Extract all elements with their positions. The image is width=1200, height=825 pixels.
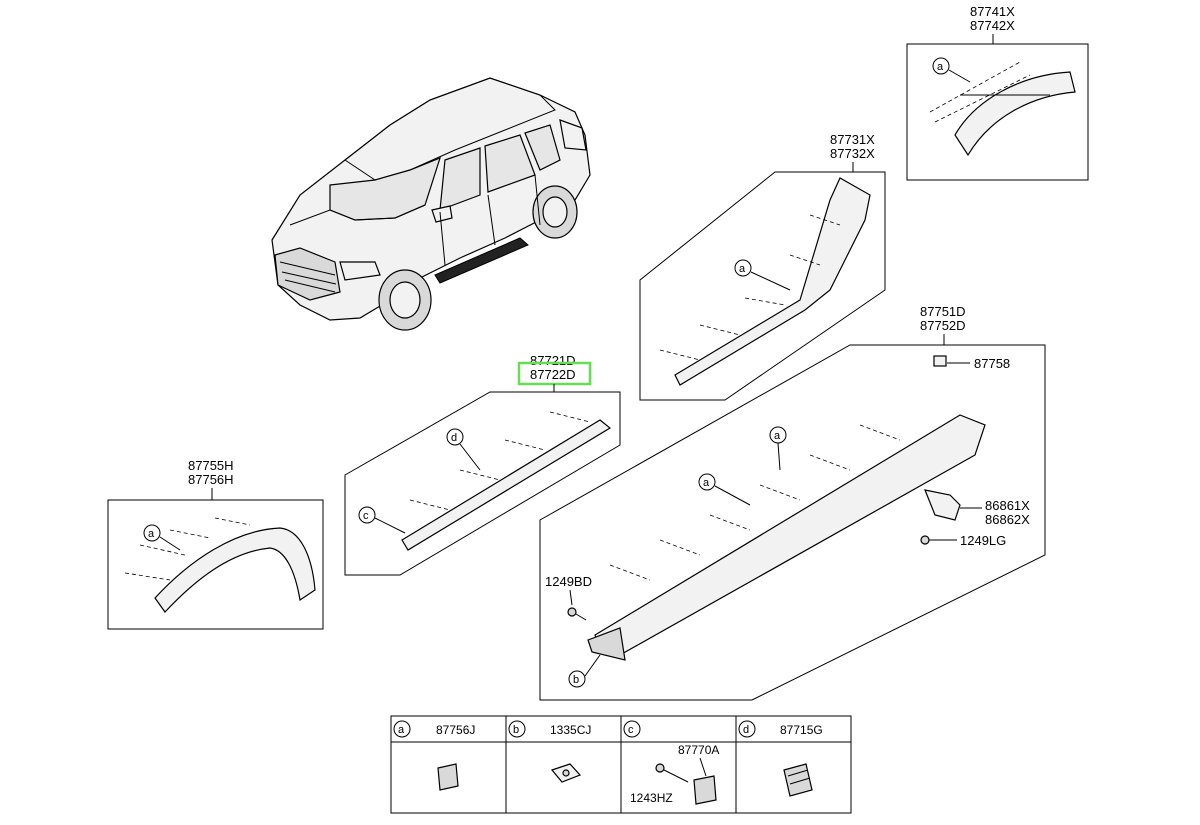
screw-1243hz <box>655 763 665 773</box>
callout-87741x: 87741X <box>970 4 1015 19</box>
box-87731x <box>639 171 886 401</box>
rear-wheel-arch-molding <box>929 61 1076 157</box>
legend-part-87770a: 87770A <box>678 743 719 757</box>
clip-87715g <box>783 763 813 797</box>
svg-text:a: a <box>148 528 155 540</box>
callout-87722d: 87722D <box>530 367 576 382</box>
callout-87732x: 87732X <box>830 146 875 161</box>
ref-circle-b <box>568 670 586 688</box>
svg-text:a: a <box>937 61 944 73</box>
legend-ref-b: b <box>513 724 519 736</box>
box-87741x <box>906 43 1089 181</box>
legend-cell-d: d 87715G <box>738 720 823 797</box>
screw-1249bd <box>567 607 587 621</box>
svg-text:b: b <box>573 674 579 686</box>
front-door-molding <box>401 411 612 551</box>
box-87721d <box>344 391 621 576</box>
front-wheel-arch-molding <box>124 517 316 613</box>
callout-87721d: 87721D <box>530 353 576 368</box>
clip-87758 <box>933 355 947 367</box>
svg-text:c: c <box>363 510 369 522</box>
callout-87758: 87758 <box>974 356 1010 371</box>
ref-circle-a <box>698 473 716 491</box>
ref-circle-a <box>932 57 950 75</box>
fastener-legend-table: a 87756J b 1335CJ c 87770A 1243HZ d 8 <box>390 715 852 814</box>
legend-part-87756j: 87756J <box>436 723 475 737</box>
callout-1249bd: 1249BD <box>545 574 592 589</box>
ref-circle-a <box>734 259 752 277</box>
legend-part-1335cj: 1335CJ <box>550 723 591 737</box>
legend-cell-b: b 1335CJ <box>508 720 591 783</box>
svg-text:a: a <box>739 263 746 275</box>
svg-text:a: a <box>774 430 781 442</box>
side-sill-molding <box>587 414 986 661</box>
callout-87752d: 87752D <box>920 318 966 333</box>
legend-ref-d: d <box>743 724 749 736</box>
rear-door-molding <box>659 177 871 386</box>
callout-1249lg: 1249LG <box>960 533 1006 548</box>
callout-86862x: 86862X <box>985 512 1030 527</box>
legend-ref-a: a <box>398 724 405 736</box>
callout-87731x: 87731X <box>830 132 875 147</box>
box-87751d <box>539 344 1046 701</box>
ref-circle-a <box>143 524 161 542</box>
screw-1249lg <box>920 535 940 545</box>
svg-text:d: d <box>451 432 457 444</box>
callout-86861x: 86861X <box>985 498 1030 513</box>
callout-87756h: 87756H <box>188 472 234 487</box>
callout-87742x: 87742X <box>970 18 1015 33</box>
legend-ref-c: c <box>628 724 634 736</box>
legend-part-1243hz: 1243HZ <box>630 791 673 805</box>
pad-87756j <box>437 763 459 791</box>
callout-87751d: 87751D <box>920 304 966 319</box>
svg-text:a: a <box>703 477 710 489</box>
vehicle-illustration <box>271 77 591 331</box>
box-87755h <box>107 499 324 630</box>
clip-87770a <box>693 775 717 805</box>
callout-87755h: 87755H <box>188 458 234 473</box>
bracket-86861x <box>924 489 961 521</box>
legend-cell-a: a 87756J <box>393 720 475 791</box>
legend-part-87715g: 87715G <box>780 723 823 737</box>
ref-circle-c <box>358 506 376 524</box>
ref-circle-d <box>446 428 464 446</box>
legend-cell-c: c 87770A 1243HZ <box>623 720 719 805</box>
